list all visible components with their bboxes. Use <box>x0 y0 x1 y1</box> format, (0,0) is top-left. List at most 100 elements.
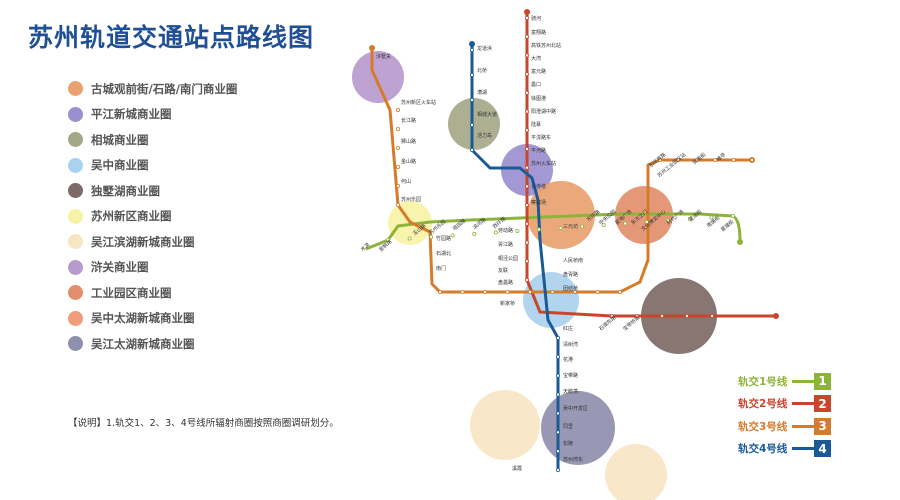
station-label: 吴中开发区 <box>563 405 588 412</box>
station-dot <box>469 48 474 53</box>
station-dot <box>556 354 561 359</box>
station-label: 友联 <box>498 267 508 274</box>
legend-item: 吴江太湖新城商业圈 <box>68 331 237 357</box>
station-dots <box>369 9 779 472</box>
station-dot <box>731 157 736 162</box>
station-dot <box>437 289 442 294</box>
line-bar-icon <box>792 424 814 428</box>
station-dot <box>469 123 474 128</box>
station-label: 北桥 <box>477 67 487 74</box>
station-label: 平河路 <box>531 147 546 154</box>
station-label: 漕湖 <box>477 89 487 96</box>
station-label: 桐泾公园 <box>498 255 518 262</box>
station-label: 石湖北 <box>436 250 451 257</box>
station-dot <box>731 213 736 218</box>
station-label: 察院场 <box>531 199 546 206</box>
station-dot <box>395 164 400 169</box>
station-dot <box>525 109 530 114</box>
station-label: 北寺塔 <box>531 183 546 190</box>
station-dot <box>525 90 530 95</box>
station-label: 阳澄湖中路 <box>531 108 556 115</box>
station-label: 浒墅关 <box>376 53 391 60</box>
terminal-icon <box>773 313 779 319</box>
district-circle <box>605 444 667 500</box>
line-number-badge: 2 <box>814 395 831 413</box>
station-label: 苏州火车站 <box>531 160 556 167</box>
legend-label: 工业园区商业圈 <box>91 285 172 300</box>
legend-label: 吴中商业圈 <box>91 158 149 173</box>
line-number-badge: 3 <box>814 417 831 435</box>
legend-label: 吴中太湖新城商业圈 <box>91 311 195 326</box>
station-label: 同里 <box>563 424 573 430</box>
terminal-icon <box>469 41 475 47</box>
legend-label: 苏州新区商业圈 <box>91 209 172 224</box>
station-dot <box>493 230 498 235</box>
line-label: 轨交1号线 <box>738 375 788 388</box>
station-label: 相城大道 <box>477 111 497 118</box>
station-label: 松陵 <box>563 440 573 447</box>
station-dot <box>635 313 640 318</box>
legend-label: 吴江滨湖新城商业圈 <box>91 234 195 249</box>
station-label: 盘胥路 <box>563 271 578 278</box>
station-dot <box>407 236 412 241</box>
line-label: 轨交2号线 <box>738 398 788 411</box>
station-label: 溪霞 <box>512 465 522 472</box>
legend-label: 吴江太湖新城商业圈 <box>91 336 195 351</box>
legend-dot-icon <box>68 132 83 148</box>
legend-item: 浒关商业圈 <box>68 255 237 281</box>
legend-item: 古城观前街/石路/南门商业圈 <box>68 76 237 102</box>
district-circle <box>523 272 579 328</box>
legend-item: 吴中商业圈 <box>68 153 237 179</box>
station-dot <box>685 313 690 318</box>
metro-line-path <box>470 44 560 470</box>
station-label: 人民桥南 <box>563 257 583 264</box>
station-dot <box>676 157 681 162</box>
station-dot <box>595 289 600 294</box>
station-label: 骑河 <box>531 15 541 22</box>
legend-dot-icon <box>68 336 83 352</box>
district-circle <box>470 390 540 460</box>
legend-item: 苏州新区商业圈 <box>68 204 237 230</box>
district-circle <box>448 98 500 150</box>
legend-item: 平江新城商业圈 <box>68 102 237 128</box>
legend-label: 相城商业圈 <box>91 132 149 147</box>
legend-dot-icon <box>68 310 83 326</box>
station-dot <box>525 128 530 133</box>
station-dot <box>618 289 623 294</box>
station-dot <box>556 335 561 340</box>
station-label: 中央公园 <box>597 208 617 226</box>
station-dot <box>525 240 530 245</box>
station-label: 红庄 <box>563 325 573 332</box>
station-dot <box>469 98 474 103</box>
station-label: 木渎 <box>359 241 371 253</box>
legend-dot-icon <box>68 106 83 122</box>
station-dot <box>395 145 400 150</box>
station-label: 大湾 <box>531 55 541 62</box>
station-label: 何山 <box>401 178 411 185</box>
terminal-icon <box>524 9 530 15</box>
station-dot <box>505 289 510 294</box>
page-title: 苏州轨道交通站点路线图 <box>28 23 315 52</box>
explanation-note: 【说明】1.轨交1、2、3、4号线所辐射商圈按照商圈调研划分。 <box>68 418 339 429</box>
station-dot <box>525 53 530 58</box>
legend-dot-icon <box>68 157 83 173</box>
station-dot <box>460 289 465 294</box>
station-dot <box>429 234 434 239</box>
legend-dot-icon <box>68 208 83 224</box>
legend-label: 独墅湖商业圈 <box>91 183 160 198</box>
legend-dot-icon <box>68 183 83 199</box>
business-district-legend: 古城观前街/石路/南门商业圈 平江新城商业圈 相城商业圈 吴中商业圈 独墅湖商业… <box>68 76 237 357</box>
station-dot <box>525 165 530 170</box>
station-label: 三元坊 <box>563 223 578 230</box>
station-label: 长江路 <box>401 117 416 124</box>
station-label: 高铁苏州北站 <box>531 42 561 49</box>
station-dot <box>482 289 487 294</box>
line-bar-icon <box>792 402 814 406</box>
line-bar-icon <box>792 379 814 383</box>
station-label: 天鹅荡 <box>563 388 578 395</box>
station-dot <box>580 224 585 229</box>
legend-item: 独墅湖商业圈 <box>68 178 237 204</box>
